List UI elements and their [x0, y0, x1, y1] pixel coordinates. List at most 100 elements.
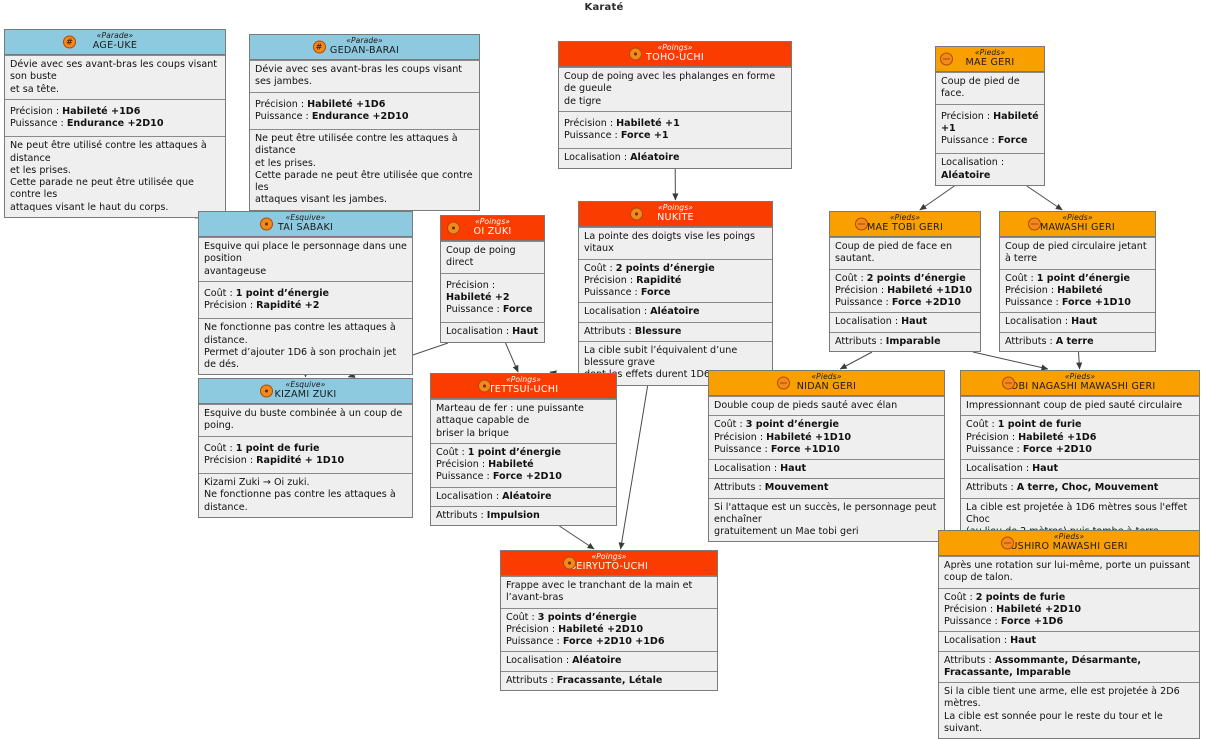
- dot-circle-icon: [447, 222, 460, 235]
- node-stereotype: «Poings»: [445, 218, 540, 226]
- node-description: Esquive qui place le personnage dans une…: [199, 237, 412, 281]
- node-ushiro-mawashi-geri[interactable]: «Pieds» USHIRO MAWASHI GERI Après une ro…: [938, 530, 1200, 739]
- node-oi-zuki[interactable]: «Poings» OI ZUKI Coup de poing direct Pr…: [440, 215, 545, 343]
- node-stereotype: «Pieds»: [1004, 214, 1151, 222]
- edge-tettsui-uchi-to-seiryuto-uchi: [559, 526, 594, 549]
- node-header: «Esquive» TAI SABAKI: [199, 212, 412, 237]
- node-name: MAE GERI: [940, 57, 1040, 68]
- node-name: MAWASHI GERI: [1004, 222, 1151, 233]
- node-toho-uchi[interactable]: «Poings» TOHO-UCHI Coup de poing avec le…: [558, 41, 792, 169]
- hash-circle-icon: #: [63, 36, 76, 49]
- node-header: # «Parade» AGE-UKE: [5, 30, 225, 55]
- node-name: SEIRYUTO-UCHI: [505, 561, 713, 572]
- node-name: TAI SABAKI: [203, 222, 408, 233]
- node-tettsui-uchi[interactable]: «Poings» TETTSUI-UCHI Marteau de fer : u…: [430, 373, 617, 526]
- node-kizami-zuki[interactable]: «Esquive» KIZAMI ZUKI Esquive du buste c…: [198, 378, 413, 518]
- node-description: Frappe avec le tranchant de la main et l…: [501, 576, 717, 608]
- node-name: USHIRO MAWASHI GERI: [943, 541, 1195, 552]
- dot-circle-icon: [630, 208, 643, 221]
- node-header: «Poings» TETTSUI-UCHI: [431, 374, 616, 399]
- node-attributs: Attributs : Impulsion: [431, 506, 616, 525]
- node-attributs: Attributs : Fracassante, Létale: [501, 671, 717, 690]
- dot-circle-icon: [563, 557, 576, 570]
- node-tobi-nagashi-mawashi-geri[interactable]: «Pieds» TOBI NAGASHI MAWASHI GERI Impres…: [960, 370, 1200, 542]
- node-gedan-barai[interactable]: # «Parade» GEDAN-BARAI Dévie avec ses av…: [249, 34, 480, 211]
- node-description: Marteau de fer : une puissante attaque c…: [431, 399, 616, 443]
- node-notes: Si l'attaque est un succès, le personnag…: [709, 498, 944, 542]
- node-header: «Poings» OI ZUKI: [441, 216, 544, 241]
- node-description: Coup de pied de face en sautant.: [830, 237, 980, 269]
- node-stereotype: «Poings»: [563, 44, 787, 52]
- node-localisation: Localisation : Aléatoire: [579, 302, 772, 321]
- edge-nukite-to-seiryuto-uchi: [621, 386, 648, 549]
- minus-circle-icon: [777, 377, 790, 390]
- node-description: Esquive du buste combinée à un coup de p…: [199, 404, 412, 436]
- node-attributs: Attributs : Mouvement: [709, 478, 944, 497]
- node-header: «Poings» TOHO-UCHI: [559, 42, 791, 67]
- node-age-uke[interactable]: # «Parade» AGE-UKE Dévie avec ses avant-…: [4, 29, 226, 218]
- node-tai-sabaki[interactable]: «Esquive» TAI SABAKI Esquive qui place l…: [198, 211, 413, 375]
- node-localisation: Localisation : Aléatoire: [559, 148, 791, 167]
- edge-mae-tobi-geri-to-tobi-nagashi-mawashi-geri: [973, 352, 1048, 369]
- node-mawashi-geri[interactable]: «Pieds» MAWASHI GERI Coup de pied circul…: [999, 211, 1156, 352]
- node-attributs: Attributs : A terre: [1000, 332, 1155, 351]
- diagram-title: Karaté: [0, 2, 1208, 13]
- node-description: Dévie avec ses avant-bras les coups visa…: [250, 60, 479, 92]
- node-localisation: Localisation : Haut: [961, 459, 1199, 478]
- node-stereotype: «Pieds»: [943, 533, 1195, 541]
- node-name: TOBI NAGASHI MAWASHI GERI: [965, 381, 1195, 392]
- node-header: «Pieds» MAE GERI: [936, 47, 1044, 72]
- node-name: TOHO-UCHI: [563, 52, 787, 63]
- node-description: Double coup de pieds sauté avec élan: [709, 396, 944, 415]
- minus-circle-icon: [1028, 218, 1041, 231]
- node-header: «Poings» NUKITE: [579, 202, 772, 227]
- hash-circle-icon: #: [313, 41, 326, 54]
- node-description: Dévie avec ses avant-bras les coups visa…: [5, 55, 225, 99]
- node-localisation: Localisation : Haut: [441, 322, 544, 341]
- node-localisation: Localisation : Aléatoire: [501, 651, 717, 670]
- node-attributs: Attributs : A terre, Choc, Mouvement: [961, 478, 1199, 497]
- minus-circle-icon: [1002, 377, 1015, 390]
- node-attributs: Attributs : Blessure: [579, 322, 772, 341]
- node-nukite[interactable]: «Poings» NUKITE La pointe des doigts vis…: [578, 201, 773, 386]
- node-header: «Pieds» NIDAN GERI: [709, 371, 944, 396]
- node-stereotype: «Esquive»: [203, 214, 408, 222]
- node-localisation: Localisation : Aléatoire: [936, 153, 1044, 185]
- node-description: Coup de poing avec les phalanges en form…: [559, 67, 791, 111]
- node-name: AGE-UKE: [9, 40, 221, 51]
- node-mae-tobi-geri[interactable]: «Pieds» MAE TOBI GERI Coup de pied de fa…: [829, 211, 981, 352]
- node-name: KIZAMI ZUKI: [203, 389, 408, 400]
- node-header: «Pieds» MAE TOBI GERI: [830, 212, 980, 237]
- node-localisation: Localisation : Haut: [830, 312, 980, 331]
- node-header: «Poings» SEIRYUTO-UCHI: [501, 551, 717, 576]
- node-header: «Esquive» KIZAMI ZUKI: [199, 379, 412, 404]
- node-name: TETTSUI-UCHI: [435, 384, 612, 395]
- node-stereotype: «Pieds»: [965, 373, 1195, 381]
- node-localisation: Localisation : Haut: [1000, 312, 1155, 331]
- node-seiryuto-uchi[interactable]: «Poings» SEIRYUTO-UCHI Frappe avec le tr…: [500, 550, 718, 691]
- edge-mae-geri-to-mae-tobi-geri: [920, 186, 955, 210]
- node-header: «Pieds» TOBI NAGASHI MAWASHI GERI: [961, 371, 1199, 396]
- node-header: «Pieds» USHIRO MAWASHI GERI: [939, 531, 1199, 556]
- node-description: Coup de poing direct: [441, 241, 544, 273]
- node-description: La pointe des doigts vise les poings vit…: [579, 227, 772, 259]
- node-stereotype: «Poings»: [505, 553, 713, 561]
- node-description: Coup de pied de face.: [936, 72, 1044, 104]
- node-description: Coup de pied circulaire jetant à terre: [1000, 237, 1155, 269]
- node-notes: Ne peut être utilisée contre les attaque…: [250, 129, 479, 210]
- node-nidan-geri[interactable]: «Pieds» NIDAN GERI Double coup de pieds …: [708, 370, 945, 542]
- node-localisation: Localisation : Haut: [939, 631, 1199, 650]
- dot-circle-icon: [478, 380, 491, 393]
- dot-circle-icon: [260, 385, 273, 398]
- node-mae-geri[interactable]: «Pieds» MAE GERI Coup de pied de face. P…: [935, 46, 1045, 186]
